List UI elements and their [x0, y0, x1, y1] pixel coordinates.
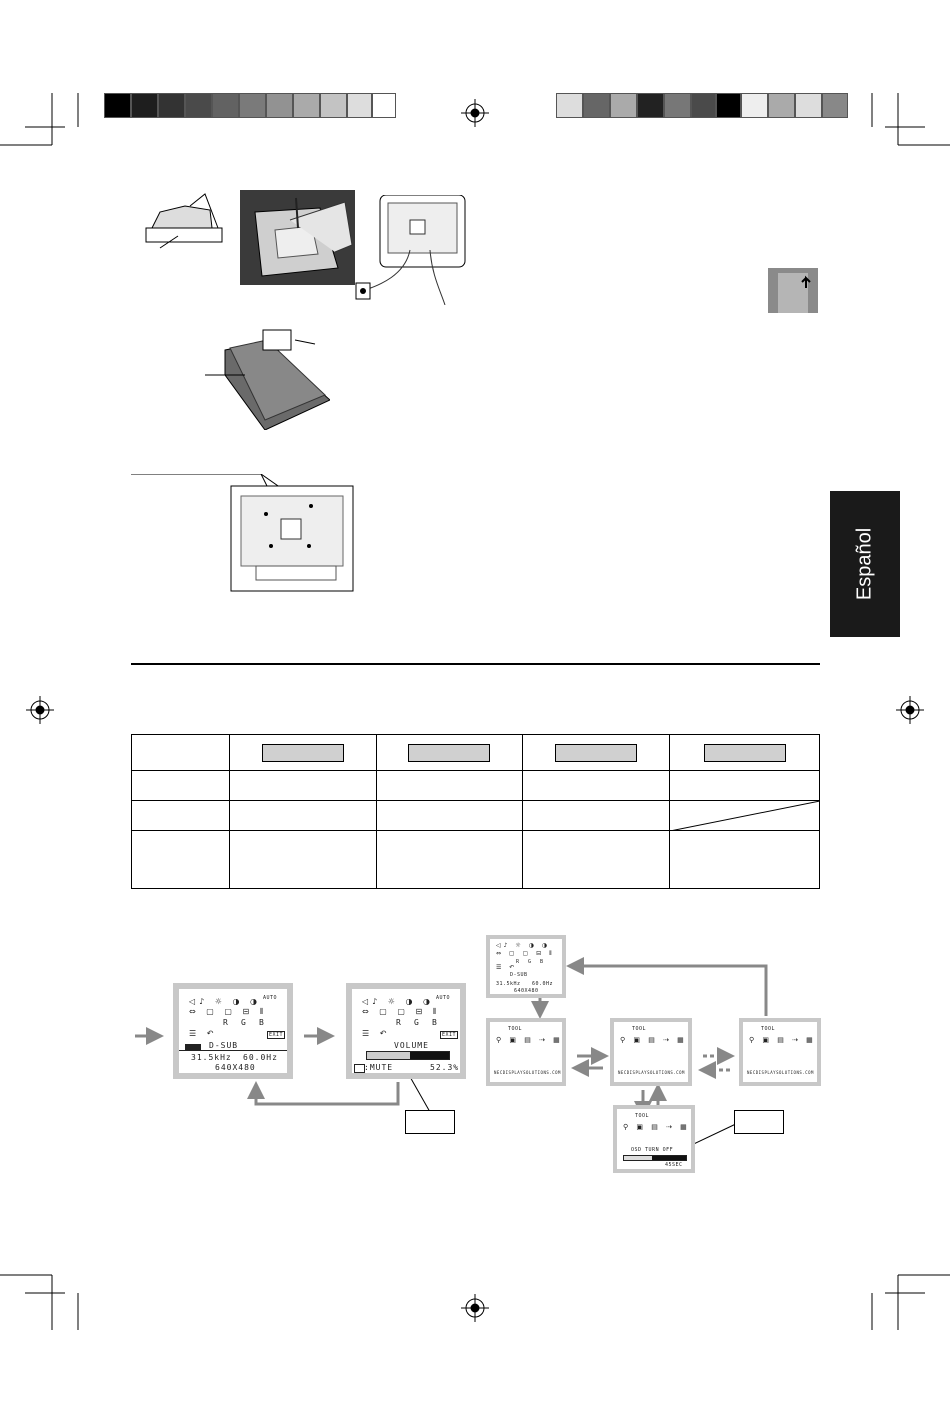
callout-box-volume — [405, 1110, 455, 1134]
table-cell — [375, 830, 524, 889]
osd-tool-turnoff-screen: TOOL ⚲ ▣ ▤ ⇢ ▦ OSD TURN OFF 45SEC — [613, 1105, 695, 1173]
table-cell — [669, 830, 820, 889]
osd-resolution: 640X480 — [514, 988, 539, 994]
osd-icon-row-1: ◁♪ ☼ ◑ ◑ — [189, 997, 262, 1006]
osd-icon-row-1: ◁♪ ☼ ◑ ◑ — [496, 942, 551, 949]
figure-vesa-mount-holes — [131, 474, 354, 592]
control-table — [131, 734, 821, 889]
osd-icon-row-2: ⇔ ▢ ▢ ⊟ ⦀ — [362, 1007, 441, 1016]
osd-tool-title: TOOL — [761, 1026, 776, 1032]
osd-hfreq: 31.5kHz — [191, 1053, 232, 1062]
language-tab: Español — [830, 491, 900, 637]
osd-turn-off-label: OSD TURN OFF — [631, 1147, 674, 1153]
osd-vfreq: 60.0Hz — [243, 1053, 278, 1062]
table-header-cell — [228, 734, 377, 771]
osd-small-main-screen: ◁♪ ☼ ◑ ◑ ⇔ ▢ ▢ ⊟ ⦀ R G B ☰ ↶ D-SUB 31.5k… — [486, 935, 566, 998]
osd-icon-row-2: ⇔ ▢ ▢ ⊟ ⦀ — [496, 950, 555, 957]
osd-rgb-b: B — [432, 1018, 438, 1027]
osd-volume-screen: ◁♪ ☼ ◑ ◑ AUTO ⇔ ▢ ▢ ⊟ ⦀ R G B ☰ ↶ EXIT V… — [346, 983, 466, 1079]
table-row — [131, 770, 820, 801]
osd-volume-value: 52.3% — [430, 1063, 460, 1072]
osd-rgb-r: R — [516, 959, 520, 965]
osd-rgb-r: R — [396, 1018, 402, 1027]
header-button-box — [555, 743, 638, 762]
figure-stand-removal-photo — [240, 190, 355, 285]
osd-rgb-g: G — [528, 959, 532, 965]
osd-auto-label: AUTO — [263, 995, 278, 1001]
osd-volume-bar-fill — [367, 1052, 410, 1059]
osd-exit-label: EXIT — [267, 1031, 286, 1039]
table-row — [131, 800, 821, 831]
osd-tool-icons: ⚲ ▣ ▤ ⇢ ▦ — [496, 1036, 563, 1044]
table-header-cell — [375, 734, 524, 771]
osd-icon-row-2: ⇔ ▢ ▢ ⊟ ⦀ — [189, 1007, 268, 1016]
table-cell-crossed — [669, 800, 821, 831]
osd-mute-label: :MUTE — [364, 1063, 394, 1072]
osd-icon-row-4: ☰ ↶ — [496, 964, 518, 971]
osd-rgb-r: R — [223, 1018, 229, 1027]
osd-tool-title: TOOL — [632, 1026, 647, 1032]
osd-volume-title: VOLUME — [394, 1041, 429, 1050]
osd-tool-title: TOOL — [508, 1026, 523, 1032]
figure-cable-cover-photo — [768, 268, 818, 313]
osd-rgb-b: B — [259, 1018, 265, 1027]
osd-hfreq: 31.5kHz — [496, 981, 521, 987]
table-cell — [228, 830, 377, 889]
table-cell — [522, 830, 671, 889]
registration-mark-bottom — [461, 1294, 489, 1322]
table-cell — [375, 770, 524, 801]
figure-cable-connection — [355, 195, 466, 305]
osd-main-screen: ◁♪ ☼ ◑ ◑ AUTO ⇔ ▢ ▢ ⊟ ⦀ R G B ☰ ↶ EXIT D… — [173, 983, 293, 1079]
osd-volume-bar — [366, 1051, 450, 1060]
table-cell — [228, 770, 377, 801]
osd-tool-icons: ⚲ ▣ ▤ ⇢ ▦ — [620, 1036, 687, 1044]
osd-input-icon — [185, 1044, 201, 1050]
registration-mark-top — [461, 99, 489, 127]
table-header-row — [131, 734, 820, 771]
osd-tool-url: NECDISPLAYSOLUTIONS.COM — [618, 1070, 685, 1075]
osd-tool-screen-2: TOOL ⚲ ▣ ▤ ⇢ ▦ NECDISPLAYSOLUTIONS.COM — [610, 1018, 692, 1086]
registration-mark-right — [896, 696, 924, 724]
osd-vfreq: 60.0Hz — [532, 981, 554, 987]
osd-tool-icons: ⚲ ▣ ▤ ⇢ ▦ — [749, 1036, 816, 1044]
osd-resolution: 640X480 — [215, 1063, 256, 1072]
osd-auto-label: AUTO — [436, 995, 451, 1001]
osd-turn-off-bar — [623, 1155, 687, 1161]
table-cell — [131, 830, 230, 889]
header-button-box — [703, 743, 786, 762]
osd-icon-row-1: ◁♪ ☼ ◑ ◑ — [362, 997, 435, 1006]
callout-box-turnoff — [734, 1110, 784, 1134]
osd-input-name: D-SUB — [510, 972, 528, 978]
osd-input-name: D-SUB — [209, 1041, 239, 1050]
osd-tool-url: NECDISPLAYSOLUTIONS.COM — [747, 1070, 814, 1075]
osd-tool-screen-1: TOOL ⚲ ▣ ▤ ⇢ ▦ NECDISPLAYSOLUTIONS.COM — [486, 1018, 566, 1086]
header-button-box — [408, 743, 491, 762]
table-cell — [522, 770, 671, 801]
table-cell — [522, 800, 671, 831]
osd-rgb-g: G — [414, 1018, 420, 1027]
table-cell — [131, 770, 230, 801]
osd-tool-screen-3: TOOL ⚲ ▣ ▤ ⇢ ▦ NECDISPLAYSOLUTIONS.COM — [739, 1018, 821, 1086]
osd-rgb-g: G — [241, 1018, 247, 1027]
section-divider — [131, 663, 820, 665]
figure-stand-base-removal — [205, 329, 330, 430]
table-row — [131, 830, 820, 889]
osd-icon-row-4: ☰ ↶ — [362, 1029, 391, 1038]
osd-exit-label: EXIT — [440, 1031, 459, 1039]
osd-icon-row-4: ☰ ↶ — [189, 1029, 218, 1038]
osd-tool-url: NECDISPLAYSOLUTIONS.COM — [494, 1070, 561, 1075]
table-header-cell — [522, 734, 671, 771]
figure-stand-on-table — [145, 193, 223, 249]
osd-turn-off-seconds: 45SEC — [665, 1162, 683, 1168]
osd-rgb-b: B — [540, 959, 544, 965]
registration-mark-left — [26, 696, 54, 724]
osd-mute-icon — [354, 1064, 365, 1073]
osd-tool-title: TOOL — [635, 1113, 650, 1119]
osd-tool-icons: ⚲ ▣ ▤ ⇢ ▦ — [623, 1123, 690, 1131]
header-button-box — [261, 743, 344, 762]
